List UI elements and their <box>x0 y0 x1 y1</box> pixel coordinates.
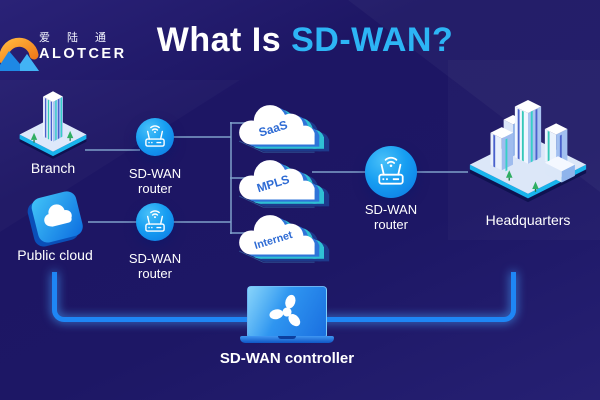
controller-node: SD-WAN controller <box>210 284 364 374</box>
connector-router2-trunk <box>172 221 231 223</box>
logo-chinese-name: 爱陆通 <box>39 32 123 44</box>
router2-label-line1: SD-WAN <box>128 251 182 266</box>
wifi-router-icon <box>145 210 165 232</box>
connector-trunk-internet <box>230 232 254 234</box>
router1-label-line2: router <box>138 181 172 196</box>
connector-router3-headquarters <box>415 171 468 173</box>
sdwan-router1-node: SD-WAN router <box>110 118 200 198</box>
laptop-base <box>240 336 334 343</box>
router-circle <box>365 146 417 198</box>
city-buildings-icon <box>469 99 587 203</box>
router1-label-line1: SD-WAN <box>128 166 182 181</box>
saas-cloud-node: SaaS <box>234 98 330 155</box>
headquarters-label: Headquarters <box>485 212 571 228</box>
page-title: What Is SD-WAN? <box>140 21 470 60</box>
connector-branch-router1 <box>85 149 140 151</box>
branch-label: Branch <box>30 160 76 176</box>
router-circle <box>136 118 174 156</box>
wifi-router-icon <box>145 125 165 147</box>
public-cloud-node: Public cloud <box>5 186 105 266</box>
alotcer-logo-icon <box>0 37 39 71</box>
connector-trunk-saas <box>230 122 254 124</box>
logo-latin-name: ALOTCER <box>39 46 127 62</box>
branch-node: Branch <box>8 84 98 179</box>
public-cloud-label: Public cloud <box>17 247 93 263</box>
controller-label: SD-WAN controller <box>219 350 355 367</box>
laptop-icon <box>247 286 327 337</box>
cloud-icon: Internet <box>238 215 330 263</box>
office-building-icon <box>19 91 87 159</box>
sdwan-router2-node: SD-WAN router <box>110 203 200 283</box>
router3-label-line1: SD-WAN <box>364 202 418 217</box>
cloud-icon: SaaS <box>238 105 330 153</box>
connector-mpls-router3 <box>312 171 368 173</box>
cloud-tile-icon <box>27 191 83 247</box>
connector-publiccloud-router2 <box>88 221 138 223</box>
router2-label-line2: router <box>138 266 172 281</box>
connector-router1-trunk <box>172 136 231 138</box>
internet-cloud-node: Internet <box>234 208 330 265</box>
mpls-cloud-node: MPLS <box>234 153 330 210</box>
title-prefix: What Is <box>156 21 282 59</box>
cloud-icon: MPLS <box>238 160 330 208</box>
sdwan-router3-node: SD-WAN router <box>346 146 436 236</box>
logo-text: 爱陆通 ALOTCER <box>39 33 127 62</box>
headquarters-node: Headquarters <box>460 84 596 234</box>
propeller-icon <box>269 294 301 326</box>
router-circle <box>136 203 174 241</box>
wifi-router-icon <box>378 156 404 185</box>
connector-trunk-mpls <box>230 177 250 179</box>
title-highlight: SD-WAN? <box>291 21 454 59</box>
router3-label-line2: router <box>374 217 408 232</box>
